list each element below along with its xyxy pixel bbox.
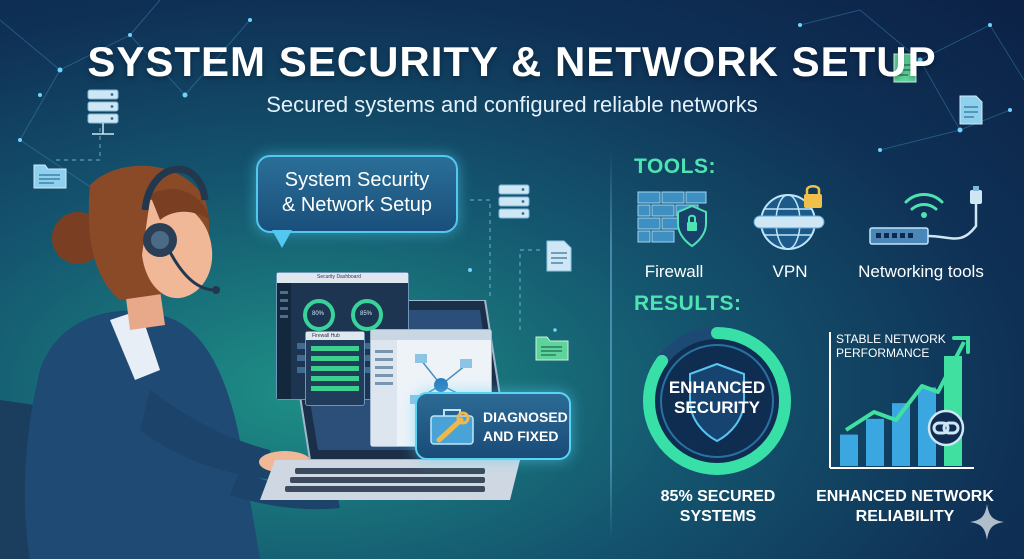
network-chart-line-1: STABLE NETWORK — [836, 332, 946, 346]
bubble-line-1: System Security — [284, 169, 430, 191]
network-caption-line-2: RELIABILITY — [855, 508, 955, 525]
network-caption: ENHANCED NETWORK RELIABILITY — [806, 487, 1004, 527]
network-chart-line-2: PERFORMANCE — [836, 346, 930, 360]
network-bar — [840, 434, 858, 466]
network-chart-label: STABLE NETWORK PERFORMANCE — [836, 332, 946, 360]
security-caption-line-1: 85% SECURED — [660, 488, 776, 505]
ring-progress-arc — [643, 327, 791, 475]
speech-bubble: System Security & Network Setup — [256, 155, 458, 233]
tool-label-networking: Networking tools — [858, 262, 984, 281]
badge-line-2: AND FIXED — [483, 428, 559, 444]
vpn-globe-icon — [753, 185, 825, 250]
page-title: SYSTEM SECURITY & NETWORK SETUP — [87, 38, 937, 85]
network-caption-line-1: ENHANCED NETWORK — [816, 488, 994, 505]
link-chain-icon — [927, 409, 965, 447]
badge-line-1: DIAGNOSED — [483, 409, 568, 425]
ring-line-2: SECURITY — [674, 398, 760, 417]
document-icon — [546, 240, 572, 272]
tools-heading: TOOLS: — [634, 155, 716, 178]
page-subtitle: Secured systems and configured reliable … — [266, 92, 758, 117]
document-icon — [893, 53, 917, 83]
gauge-left-value: 80% — [312, 311, 325, 317]
toolbox-icon — [430, 409, 474, 445]
network-bar — [918, 387, 936, 466]
panel-content — [311, 346, 359, 391]
window-titlebar — [371, 330, 491, 340]
server-stack-icon — [498, 184, 530, 219]
dashboard-title: Security Dashboard — [317, 274, 361, 280]
tool-label-firewall: Firewall — [644, 262, 704, 281]
firewall-icon — [637, 191, 707, 248]
router-icon — [869, 186, 982, 245]
section-divider — [610, 150, 612, 540]
server-stack-icon — [87, 89, 119, 135]
gauge-right-value: 85% — [360, 311, 373, 317]
speech-bubble-tail — [272, 230, 292, 248]
shield-icon — [689, 362, 745, 443]
window-titlebar: Security Dashboard — [277, 273, 408, 283]
network-bar — [866, 418, 884, 466]
trend-arrow-line — [844, 341, 966, 432]
network-performance-chart — [829, 332, 974, 469]
security-caption: 85% SECURED SYSTEMS — [640, 487, 796, 527]
ring-line-1: ENHANCED — [668, 378, 766, 397]
folder-icon — [535, 336, 569, 361]
results-heading: RESULTS: — [634, 292, 742, 315]
firewall-panel-window: Firewall Hub — [305, 331, 365, 406]
trend-arrow-head — [952, 336, 970, 354]
sparkle-icon — [970, 504, 1004, 540]
security-caption-line-2: SYSTEMS — [679, 508, 757, 525]
security-ring-label: ENHANCED SECURITY — [654, 378, 780, 418]
document-icon — [959, 95, 983, 125]
tool-label-vpn: VPN — [772, 262, 808, 281]
security-progress-ring — [643, 327, 791, 475]
folder-icon — [33, 164, 67, 189]
diagnosed-fixed-badge: DIAGNOSED AND FIXED — [415, 392, 571, 460]
bubble-line-2: & Network Setup — [281, 194, 433, 216]
panel-title: Firewall Hub — [312, 333, 340, 339]
